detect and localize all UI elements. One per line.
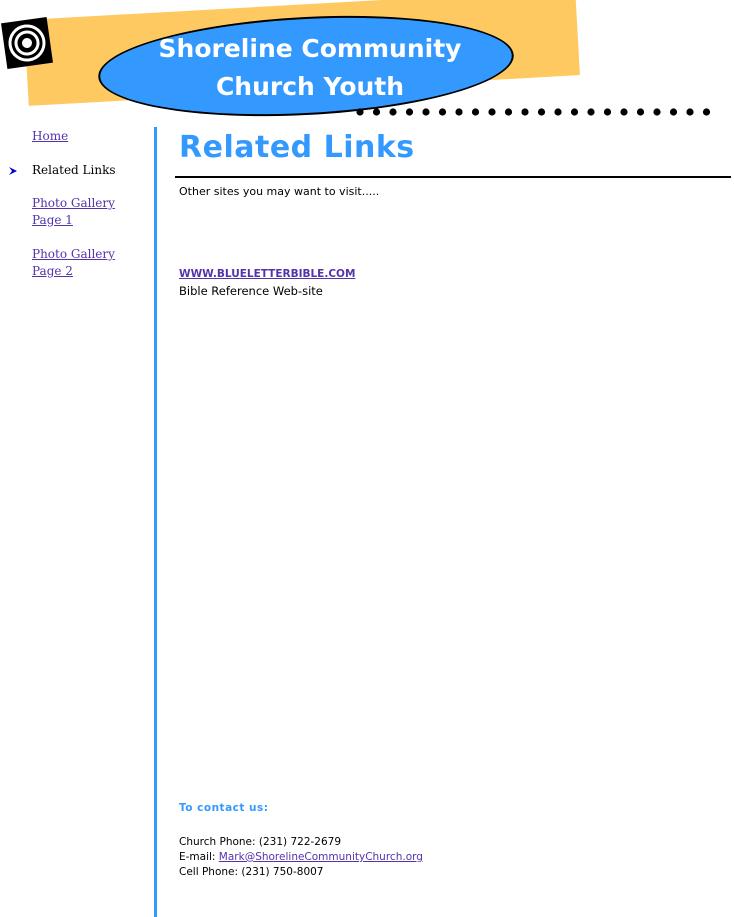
blueletterbible-description: Bible Reference Web-site: [179, 284, 323, 298]
decorative-dot: [587, 108, 595, 116]
sidebar-item-home[interactable]: Home: [32, 128, 147, 145]
decorative-dots: [356, 108, 711, 116]
intro-text: Other sites you may want to visit.....: [179, 185, 380, 198]
nav-link-home[interactable]: Home: [32, 129, 69, 143]
decorative-dot: [702, 108, 711, 116]
nav-link-photo-gallery-2[interactable]: Photo Gallery Page 2: [32, 247, 115, 278]
decorative-dot: [455, 108, 463, 116]
sidebar-item-photo-gallery-1[interactable]: Photo Gallery Page 1: [32, 195, 147, 229]
church-phone: Church Phone: (231) 722-2679: [179, 836, 342, 848]
decorative-dot: [636, 108, 645, 116]
email-prefix: E-mail:: [179, 851, 219, 863]
cell-phone: Cell Phone: (231) 750-8007: [179, 866, 324, 878]
site-header: Shoreline Community Church Youth: [0, 0, 734, 126]
decorative-dot: [570, 108, 579, 116]
target-logo-icon: [1, 17, 53, 69]
decorative-dot: [356, 108, 364, 116]
blueletterbible-link[interactable]: WWW.BLUELETTERBIBLE.COM: [179, 268, 356, 280]
decorative-dot: [372, 108, 381, 116]
decorative-dot: [422, 108, 430, 116]
decorative-dot: [405, 108, 414, 116]
decorative-dot: [554, 108, 562, 116]
email-line: E-mail: Mark@ShorelineCommunityChurch.or…: [179, 851, 423, 863]
decorative-dot: [653, 108, 661, 116]
current-page-arrow-icon: [9, 167, 17, 175]
nav-link-photo-gallery-1[interactable]: Photo Gallery Page 1: [32, 196, 115, 227]
sidebar-item-photo-gallery-2[interactable]: Photo Gallery Page 2: [32, 246, 147, 280]
title-rule: [175, 176, 731, 178]
decorative-dot: [504, 108, 513, 116]
decorative-dot: [669, 108, 678, 116]
decorative-dot: [603, 108, 612, 116]
nav-label-related-links: Related Links: [32, 163, 116, 177]
decorative-dot: [488, 108, 496, 116]
page-title: Related Links: [179, 130, 415, 165]
decorative-dot: [471, 108, 480, 116]
decorative-dot: [620, 108, 628, 116]
contact-heading: To contact us:: [179, 802, 269, 814]
decorative-dot: [686, 108, 694, 116]
site-title-line2: Church Youth: [215, 72, 405, 101]
sidebar-item-related-links: Related Links: [32, 162, 147, 179]
decorative-dot: [521, 108, 529, 116]
decorative-dot: [389, 108, 397, 116]
email-link[interactable]: Mark@ShorelineCommunityChurch.org: [218, 851, 423, 863]
site-title-line1: Shoreline Community: [158, 34, 462, 63]
decorative-dot: [438, 108, 447, 116]
site-title: Shoreline Community Church Youth: [100, 30, 520, 106]
decorative-dot: [537, 108, 546, 116]
vertical-divider: [154, 127, 157, 917]
